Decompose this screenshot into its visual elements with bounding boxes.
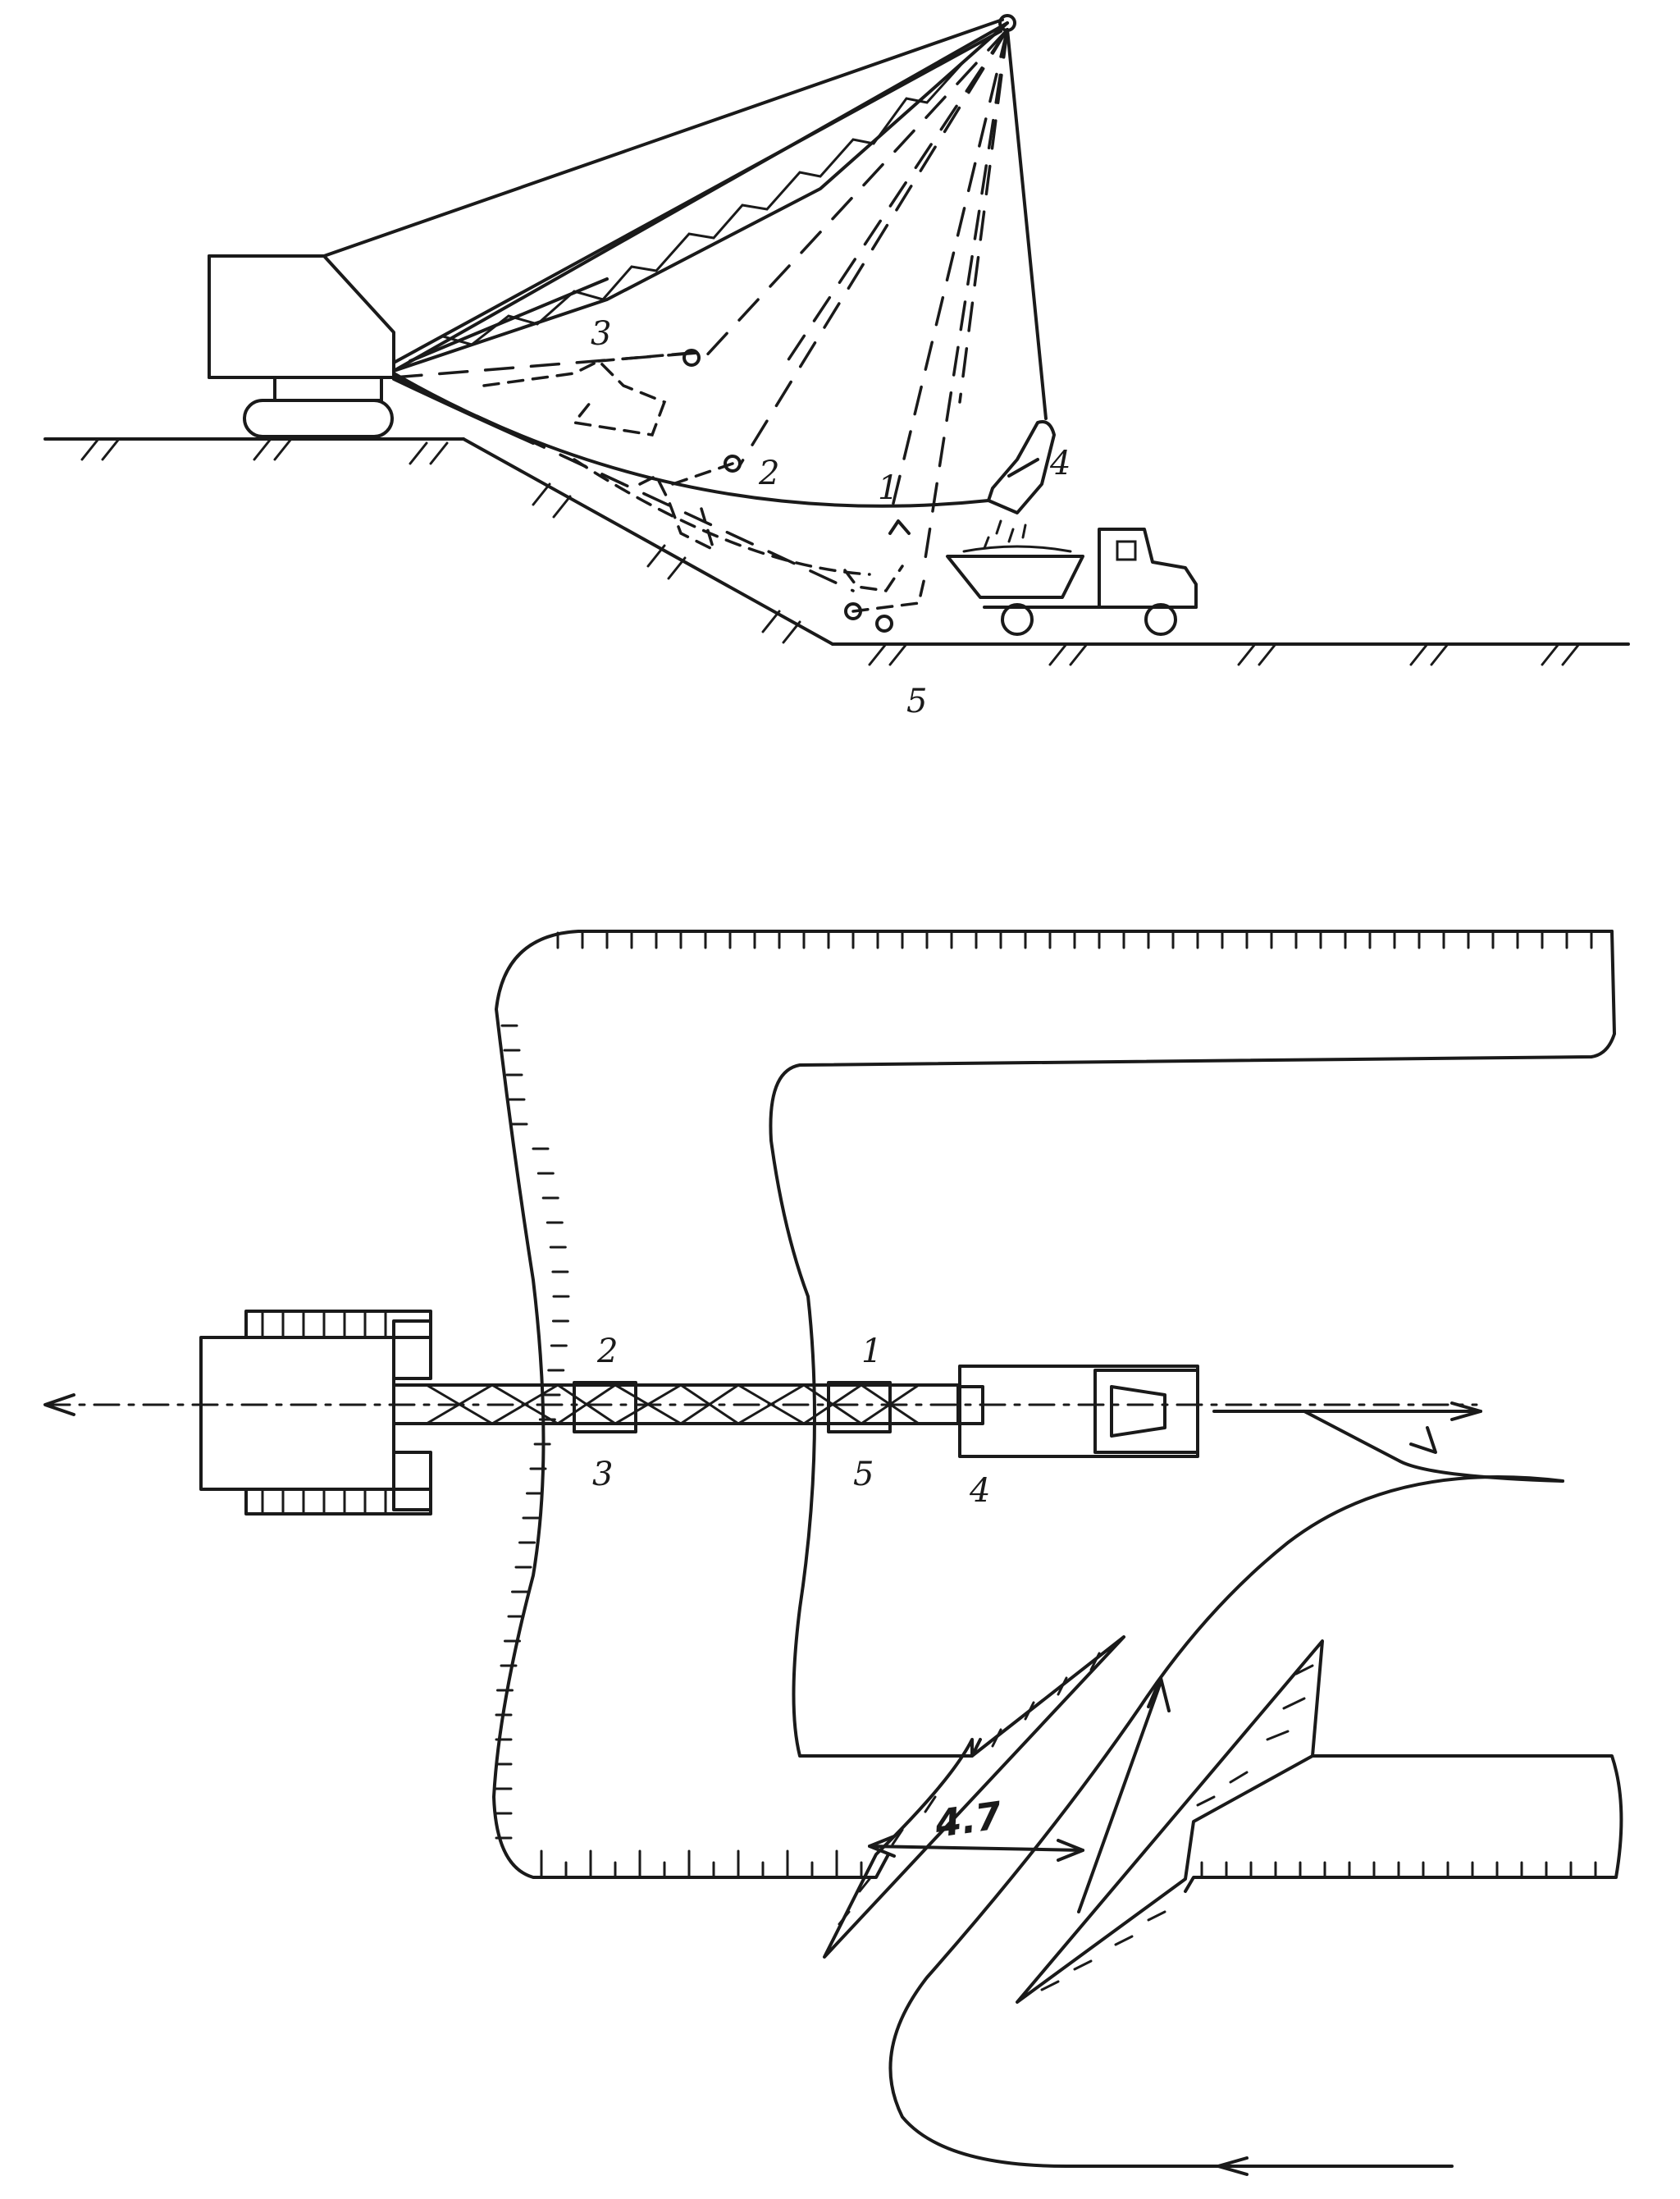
bucket-position-5 [844,573,927,633]
bottom-tick-marks [540,1849,1597,1877]
truck-cab [1098,528,1198,609]
boom-truss [392,21,1009,373]
plan-label-2: 2 [596,1333,618,1370]
plan-bucket-2-3 [573,1381,637,1433]
side-label-2: 2 [758,455,779,492]
dragline-machine [208,254,395,438]
crawler-track [243,399,394,438]
truck-route-return [1303,1410,1564,1483]
axis-arrow-left [43,1393,75,1416]
plan-view: 4.7 2 3 1 5 4 [43,930,1623,2176]
plan-label-5: 5 [853,1456,874,1493]
dump-truck [946,528,1198,636]
entrance-ramp-right [1016,1639,1324,2004]
truck-rear-wheel [1001,603,1034,636]
machine-base [273,376,383,402]
dimension-line [868,1845,1084,1852]
drag-cable [392,372,990,508]
left-tick-marks [495,1024,570,1840]
route-arrow-up [1147,1676,1171,1712]
boom-lower-chord [392,21,1009,373]
plan-label-4: 4 [969,1472,990,1510]
bucket-position-4 [983,420,1056,550]
route-line-up [1077,1680,1162,1913]
side-label-5: 5 [906,683,927,720]
plan-truck-body [958,1365,1199,1458]
hoist-cable [1006,28,1048,420]
plan-label-1: 1 [861,1333,882,1370]
side-label-3: 3 [591,315,611,353]
excavation-slope [462,437,834,646]
truck-route-loop [888,1475,1564,2168]
machine-cab [208,254,395,379]
boom-lacing [441,60,966,346]
side-label-1: 1 [878,469,898,507]
strip-lower-edge [1184,1754,1623,1893]
plan-label-3: 3 [592,1456,613,1493]
truck-load [962,545,1072,553]
truck-front-wheel [1144,603,1177,636]
plan-bucket-1-5 [827,1381,892,1433]
boom-support-cable [322,18,1004,258]
pit-right-edge [769,930,1616,1758]
boom-truss-plan [392,1383,961,1425]
side-label-4: 4 [1049,445,1071,482]
plan-track-top [244,1310,432,1339]
route-arrow-return [1409,1426,1437,1454]
side-view: 3 2 1 4 5 [43,14,1630,720]
plan-truck-bed [1093,1369,1199,1454]
truck-body [946,555,1084,599]
bucket-position-2 [638,455,742,553]
route-arrow-bottom [1217,2156,1249,2176]
truck-plan [958,1365,1199,1458]
plan-machine-body [199,1336,395,1491]
bucket-position-3 [482,349,701,437]
bucket-position-1 [843,519,911,592]
ground-hatching [80,437,1581,666]
dimension-label: 4.7 [931,1793,1004,1846]
edge-tick-marks [556,931,1593,949]
dragline-plan [199,1310,432,1516]
